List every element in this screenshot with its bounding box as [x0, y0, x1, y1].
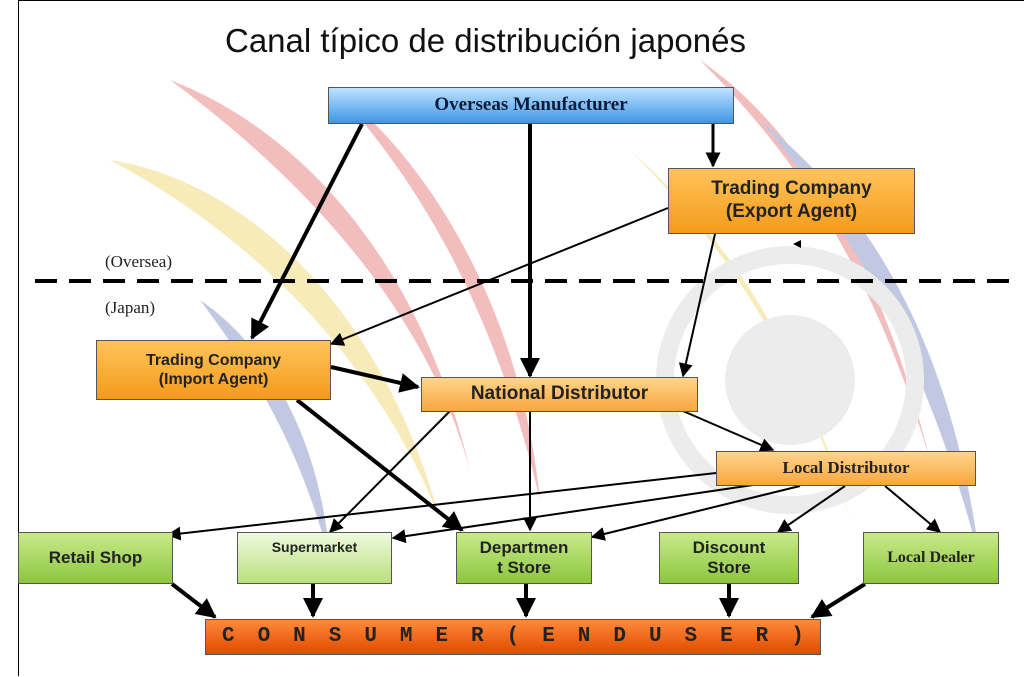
trading-company-import-node: Trading Company (Import Agent): [96, 340, 331, 400]
edge-import-agent-to-national-distributor: [330, 365, 420, 393]
import-agent-line2: (Import Agent): [158, 371, 269, 388]
retail-shop-label: Retail Shop: [48, 547, 143, 567]
national-distributor-label: National Distributor: [470, 383, 649, 405]
diagram-title: Canal típico de distribución japonés: [225, 22, 746, 59]
overseas-zone-label: (Oversea): [105, 252, 173, 271]
consumer-letter: N: [577, 625, 591, 649]
consumer-letter: E: [435, 625, 449, 649]
consumer-letter: S: [684, 625, 698, 649]
consumer-letter: U: [648, 625, 662, 649]
diagram-frame: [18, 0, 1024, 676]
trading-company-export-node: Trading Company (Export Agent): [668, 168, 915, 234]
discount-store-node: Discount Store: [659, 532, 799, 584]
consumer-letter: R: [755, 625, 769, 649]
japan-zone-label: (Japan): [105, 298, 156, 317]
discount-store-line2: Store: [707, 558, 751, 577]
edge-local-distributor-to-local-dealer: [884, 485, 942, 533]
small-arrowhead-mark: [793, 240, 801, 248]
edge-local-distributor-to-supermarket: [391, 483, 761, 544]
import-agent-line1: Trading Company: [145, 351, 282, 369]
department-store-line2: t Store: [497, 558, 551, 577]
edge-local-distributor-to-department-store: [590, 485, 801, 541]
edge-local-dealer-to-consumer: [810, 582, 867, 619]
consumer-letter: E: [720, 625, 733, 649]
edge-export-agent-to-import-agent: [329, 207, 669, 346]
consumer-letter: S: [328, 625, 342, 649]
department-store-node: Departmen t Store: [456, 532, 592, 584]
overseas-manufacturer-label: Overseas Manufacturer: [434, 94, 628, 116]
local-distributor-label: Local Distributor: [782, 458, 910, 478]
edge-retail-shop-to-consumer: [170, 582, 217, 619]
consumer-letter: U: [364, 625, 377, 649]
consumer-letter: E: [542, 625, 555, 649]
supermarket-node: Supermarket: [237, 532, 392, 584]
retail-shop-node: Retail Shop: [18, 532, 173, 584]
export-agent-line2: (Export Agent): [725, 201, 858, 222]
edge-local-distributor-to-discount-store: [776, 485, 846, 533]
edge-national-to-supermarket: [329, 410, 451, 533]
edge-local-distributor-to-retail-shop: [166, 472, 717, 541]
consumer-letter: C: [222, 625, 235, 649]
discount-store-line1: Discount: [692, 537, 766, 557]
national-distributor-node: National Distributor: [421, 377, 698, 412]
supermarket-label: Supermarket: [271, 539, 358, 555]
consumer-letter: (: [506, 625, 520, 649]
local-dealer-label: Local Dealer: [887, 549, 975, 567]
consumer-letter: M: [399, 625, 413, 649]
edge-export-agent-to-national-distributor: [678, 233, 716, 378]
overseas-manufacturer-node: Overseas Manufacturer: [328, 87, 734, 124]
local-dealer-node: Local Dealer: [863, 532, 999, 584]
local-distributor-node: Local Distributor: [716, 451, 976, 486]
consumer-letter: O: [257, 625, 271, 649]
edge-manufacturer-to-import-agent: [250, 123, 364, 340]
consumer-letter: ): [791, 625, 804, 649]
consumer-letter: D: [613, 625, 626, 649]
consumer-letter: N: [293, 625, 306, 649]
edge-national-to-local-distributor: [682, 410, 775, 452]
export-agent-line1: Trading Company: [711, 178, 872, 200]
edge-import-agent-to-department-store: [295, 398, 464, 532]
consumer-letter: R: [471, 625, 484, 649]
department-store-line1: Departmen: [479, 537, 569, 557]
